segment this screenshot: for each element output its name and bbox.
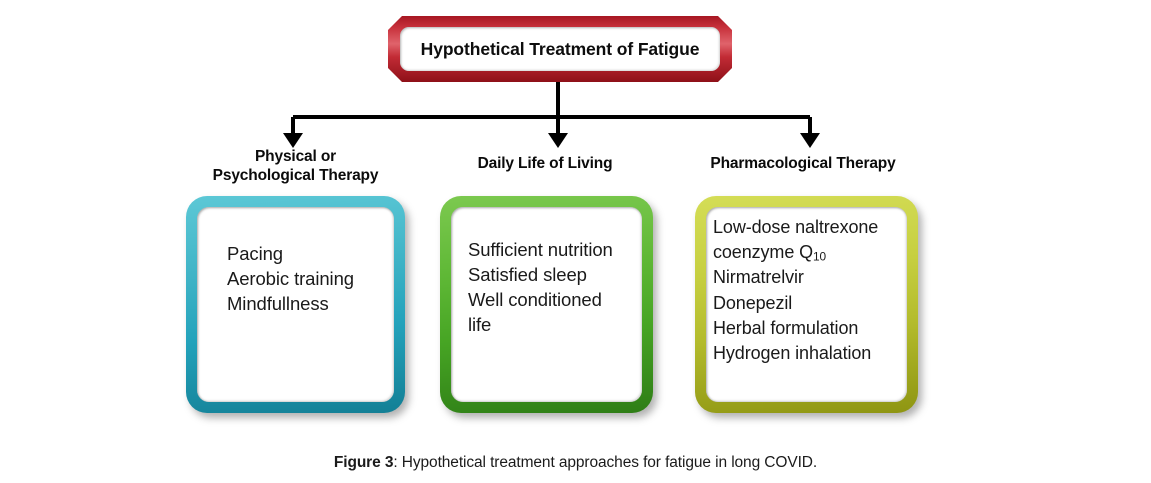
branch-item: Nirmatrelvir xyxy=(713,267,804,288)
figure-caption: Figure 3: Hypothetical treatment approac… xyxy=(0,454,1151,472)
branch-item: Mindfullness xyxy=(227,293,329,315)
figure-caption-text: : Hypothetical treatment approaches for … xyxy=(393,454,818,471)
branch-heading-pharmacological-therapy: Pharmacological Therapy xyxy=(710,155,896,172)
page-title: Hypothetical Treatment of Fatigue xyxy=(420,38,700,59)
branch-item: Low-dose naltrexone xyxy=(713,217,879,237)
branch-item: Well conditioned xyxy=(468,289,602,311)
arrowhead-middle xyxy=(548,133,568,148)
branch-item: coenzyme Q10 xyxy=(713,242,827,264)
branch-item: Hydrogen inhalation xyxy=(713,342,872,363)
branch-item: Donepezil xyxy=(713,292,793,313)
branch-item: Satisfied sleep xyxy=(468,264,587,286)
branch-item: Pacing xyxy=(227,243,283,264)
branch-item: Sufficient nutrition xyxy=(468,239,613,260)
branch-item: Aerobic training xyxy=(227,268,354,290)
branch-heading-daily-life-of-living: Daily Life of Living xyxy=(477,155,613,172)
branch-item: Herbal formulation xyxy=(713,317,859,338)
figure-caption-label: Figure 3 xyxy=(333,454,394,471)
branch-item: life xyxy=(468,314,492,336)
root-node: Hypothetical Treatment of Fatigue xyxy=(388,16,732,82)
arrowhead-left xyxy=(283,133,303,148)
arrowhead-right xyxy=(800,133,820,148)
root-node-inner: Hypothetical Treatment of Fatigue xyxy=(400,27,720,71)
